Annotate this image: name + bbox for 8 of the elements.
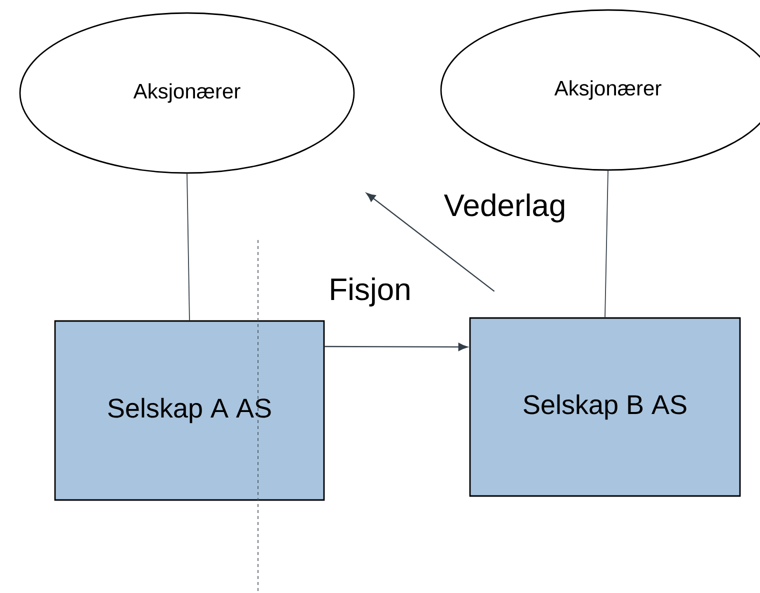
arrow: [324, 342, 468, 351]
company-box: Selskap A AS: [54, 320, 325, 501]
arrow: [366, 192, 495, 292]
connector-line: [186, 173, 190, 321]
edge-label: Fisjon: [328, 276, 412, 308]
edge-label: Vederlag: [442, 192, 568, 224]
connector-line: [604, 170, 608, 318]
company-box: Selskap B AS: [469, 317, 741, 497]
